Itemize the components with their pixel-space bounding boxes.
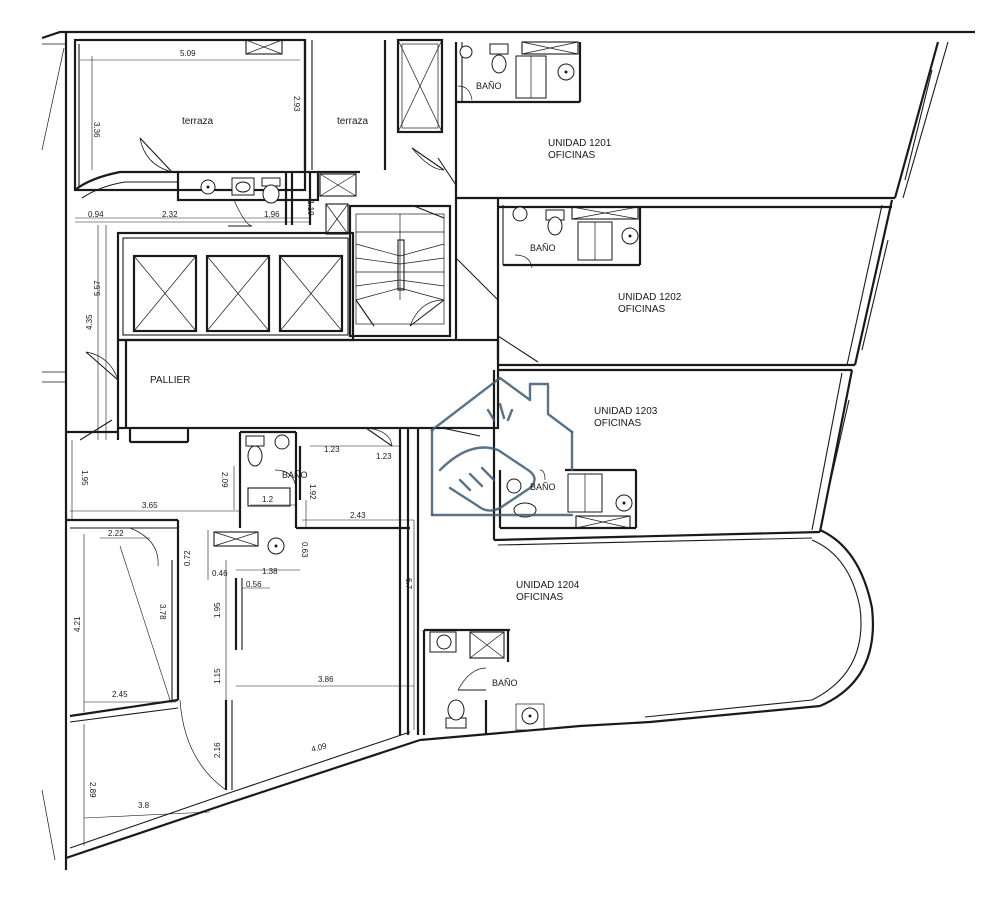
label-oficinas-1202: OFICINAS xyxy=(618,304,666,315)
label-oficinas-1203: OFICINAS xyxy=(594,418,642,429)
dim-2-43: 2.43 xyxy=(350,511,366,520)
dim-1-95-a: 1.95 xyxy=(80,470,89,486)
label-terraza-1: terraza xyxy=(182,116,214,127)
dim-2-32: 2.32 xyxy=(162,210,178,219)
dim-1-92: 1.92 xyxy=(308,484,317,500)
unit-1202 xyxy=(455,198,892,372)
dim-3-86: 3.86 xyxy=(318,675,334,684)
dim-3-78: 3.78 xyxy=(158,604,167,620)
room-labels: terraza terraza PALLIER BAÑO BAÑO BAÑO B… xyxy=(150,81,682,688)
dim-3-65: 3.65 xyxy=(142,501,158,510)
dim-5-57: 5.57 xyxy=(93,280,102,296)
dim-1-23-a: 1.23 xyxy=(324,445,340,454)
dim-2-93: 2.93 xyxy=(292,96,301,112)
dim-2-45: 2.45 xyxy=(112,690,128,699)
label-unidad-1204: UNIDAD 1204 xyxy=(516,580,580,591)
dim-1-96: 1.96 xyxy=(264,210,280,219)
unit-1201 xyxy=(437,41,895,340)
label-palier: PALLIER xyxy=(150,375,190,386)
dim-2-09: 2.09 xyxy=(220,472,229,488)
dim-6-7: 6.7 xyxy=(404,578,413,590)
dim-0-94: 0.94 xyxy=(88,210,104,219)
unit-1204 xyxy=(416,428,545,735)
label-bano-1204: BAÑO xyxy=(492,678,518,688)
service-strip xyxy=(176,170,360,227)
dim-2-16: 2.16 xyxy=(213,742,222,758)
dim-1-23-b: 1.23 xyxy=(376,452,392,461)
dim-4-21: 4.21 xyxy=(73,616,82,632)
lobby-zone xyxy=(66,203,500,447)
label-bano-1202: BAÑO xyxy=(530,243,556,253)
dimension-labels: 5.09 3.36 2.93 0.94 2.32 1.96 1.19 5.57 … xyxy=(73,49,413,810)
dim-0-56: 0.56 xyxy=(246,580,262,589)
house-handshake-logo xyxy=(430,376,574,517)
dim-1-95-b: 1.95 xyxy=(213,602,222,618)
middle-unit xyxy=(179,428,415,791)
label-terraza-2: terraza xyxy=(337,116,369,127)
dim-3-36: 3.36 xyxy=(92,122,101,138)
staircase xyxy=(355,205,445,327)
dim-2-89: 2.89 xyxy=(88,782,97,798)
left-lower-unit xyxy=(66,440,240,846)
dim-4-35: 4.35 xyxy=(85,314,94,330)
label-bano-mid: BAÑO xyxy=(282,470,308,480)
dim-0-72: 0.72 xyxy=(183,550,192,566)
dim-1-19: 1.19 xyxy=(306,200,315,216)
dim-1-38: 1.38 xyxy=(262,567,278,576)
elevator-shafts xyxy=(132,254,344,333)
dim-4-09: 4.09 xyxy=(310,741,328,754)
dim-0-46: 0.46 xyxy=(212,569,228,578)
dim-0-63: 0.63 xyxy=(300,542,309,558)
label-bano-top: BAÑO xyxy=(476,81,502,91)
label-oficinas-1204: OFICINAS xyxy=(516,592,564,603)
terraza-block xyxy=(73,38,445,199)
dim-3-8: 3.8 xyxy=(138,801,150,810)
dim-1-15: 1.15 xyxy=(213,668,222,684)
outer-walls xyxy=(41,30,975,870)
dim-1-2: 1.2 xyxy=(262,495,274,504)
label-unidad-1203: UNIDAD 1203 xyxy=(594,406,658,417)
label-bano-1203: BAÑO xyxy=(530,482,556,492)
dim-5-09: 5.09 xyxy=(180,49,196,58)
label-unidad-1202: UNIDAD 1202 xyxy=(618,292,682,303)
unit-1203 xyxy=(492,370,821,546)
dim-2-22: 2.22 xyxy=(108,529,124,538)
label-unidad-1201: UNIDAD 1201 xyxy=(548,138,612,149)
label-oficinas-1201: OFICINAS xyxy=(548,150,596,161)
